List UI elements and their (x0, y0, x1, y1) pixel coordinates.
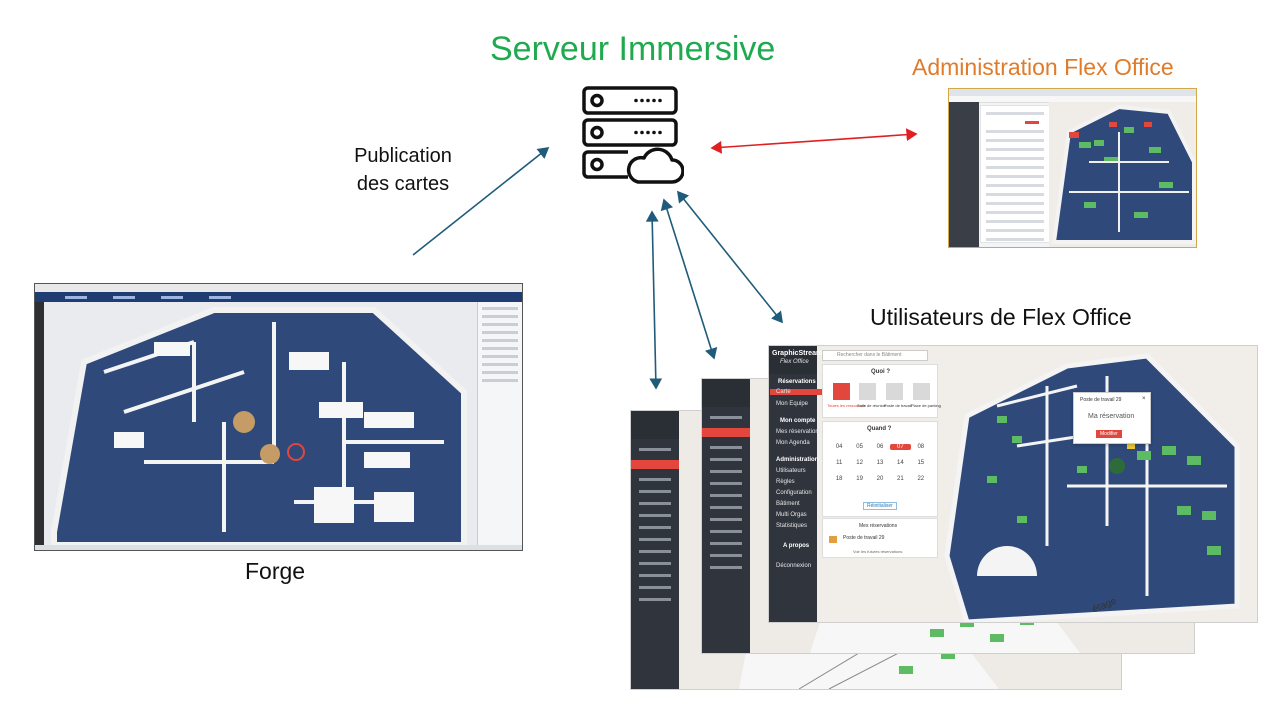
calendar-day-11[interactable]: 11 (836, 460, 843, 466)
forge-3d-floorplan (51, 307, 467, 548)
calendar-grid: 04 05 06 07 08 11 12 13 14 15 18 19 20 21 22 (829, 444, 931, 482)
category-all-icon[interactable] (833, 383, 850, 400)
forge-screenshot (34, 283, 523, 551)
admin-arrow (710, 128, 918, 154)
forge-3d-view (44, 302, 478, 548)
sidebar-item-carte[interactable]: Carte (770, 389, 823, 395)
admin-title: Administration Flex Office (912, 54, 1174, 80)
calendar-day-04[interactable]: 04 (835, 444, 843, 450)
quoi-panel: Quoi ? Toutes les ressources Salle de ré… (822, 364, 941, 418)
sidebar-item-statistiques[interactable]: Statistiques (776, 523, 808, 529)
calendar-day-14[interactable]: 14 (897, 460, 904, 466)
sidebar-item-mes-reservations[interactable]: Mes réservations (776, 429, 822, 435)
forge-statusbar (35, 545, 522, 550)
category-desk-label: Poste de travail (884, 403, 912, 408)
admin-floorplan (1051, 104, 1196, 244)
sidebar-section-reservations: Réservations (778, 379, 816, 385)
user-window-1-brand (631, 411, 679, 439)
calendar-day-20[interactable]: 20 (876, 476, 884, 482)
admin-map (1049, 102, 1196, 247)
category-meeting-room-label: Salle de réunion (857, 403, 886, 408)
mes-reservations-panel: Mes réservations Poste de travail 29 Voi… (822, 518, 938, 558)
quoi-title: Quoi ? (871, 369, 890, 375)
user-arrow-3 (677, 190, 783, 324)
user-window-1-sidebar (631, 411, 679, 689)
sidebar-item-mon-equipe[interactable]: Mon Equipe (776, 401, 809, 407)
category-parking-label: Place de parking (911, 403, 941, 408)
publication-label: Publication des cartes (340, 142, 466, 198)
calendar-day-15[interactable]: 15 (917, 460, 925, 466)
user-window-2-sidebar (702, 379, 750, 653)
popup-subtitle: Ma réservation (1088, 413, 1135, 420)
admin-browser-tabs (949, 89, 1196, 96)
calendar-day-12[interactable]: 12 (856, 460, 863, 466)
forge-left-toolbar (35, 302, 44, 550)
building-search-input[interactable]: Rechercher dans le Bâtiment (822, 350, 928, 361)
sidebar-item-utilisateurs[interactable]: Utilisateurs (776, 468, 806, 474)
sidebar-item-mon-agenda[interactable]: Mon Agenda (776, 440, 810, 446)
user-window-2-brand (702, 379, 750, 407)
calendar-day-08[interactable]: 08 (917, 444, 925, 450)
reservation-item[interactable]: Poste de travail 29 (843, 535, 885, 541)
calendar-day-22[interactable]: 22 (917, 476, 925, 482)
future-reservations-link[interactable]: Voir les futures réservations (853, 549, 903, 554)
forge-properties-panel (477, 302, 522, 550)
sidebar-brand-sub: Flex Office (780, 359, 809, 365)
sidebar-section-administration: Administration (776, 457, 819, 463)
sidebar-item-configuration[interactable]: Configuration (776, 490, 812, 496)
admin-sidebar (949, 102, 979, 247)
forge-toolbar (35, 292, 522, 302)
forge-titlebar (35, 284, 522, 292)
calendar-day-07[interactable]: 07 (890, 444, 911, 450)
sidebar-brand: GraphicStream (772, 350, 823, 357)
admin-edit-form (980, 105, 1050, 243)
user-arrow-1 (645, 210, 663, 390)
user-arrow-2 (660, 198, 718, 360)
user-window-3-brand (769, 346, 817, 374)
server-cloud-icon (582, 86, 684, 184)
publication-label-line1: Publication (354, 145, 452, 167)
publication-arrow (412, 147, 550, 256)
sidebar-item-deconnexion[interactable]: Déconnexion (776, 563, 812, 569)
calendar-day-06[interactable]: 06 (876, 444, 884, 450)
reset-button[interactable]: Réinitialiser (863, 502, 897, 510)
calendar-day-13[interactable]: 13 (876, 460, 884, 466)
quand-title: Quand ? (867, 426, 892, 432)
category-all-label: Toutes les ressources (827, 403, 866, 408)
category-parking-icon[interactable] (913, 383, 930, 400)
sidebar-section-a-propos: A propos (783, 543, 810, 549)
quand-panel: Quand ? 04 05 06 07 08 11 12 13 14 15 18 19 20 21 22 R… (822, 421, 938, 517)
calendar-day-19[interactable]: 19 (856, 476, 863, 482)
sidebar-item-regles[interactable]: Règles (776, 479, 795, 485)
mes-reservations-title: Mes réservations (859, 523, 898, 529)
popup-title: Poste de travail 29 (1080, 397, 1122, 403)
sidebar-item-multi-orgas[interactable]: Multi Orgas (776, 512, 807, 518)
publication-label-line2: des cartes (356, 173, 450, 195)
admin-screenshot (948, 88, 1197, 248)
category-desk-icon[interactable] (886, 383, 903, 400)
calendar-day-05[interactable]: 05 (856, 444, 863, 450)
forge-label: Forge (245, 558, 306, 584)
desk-popup: Poste de travail 29 × Ma réservation Mod… (1073, 392, 1151, 444)
calendar-day-18[interactable]: 18 (835, 476, 843, 482)
close-icon[interactable]: × (1142, 396, 1146, 402)
category-meeting-room-icon[interactable] (859, 383, 876, 400)
search-placeholder: Rechercher dans le Bâtiment (837, 352, 902, 358)
users-title: Utilisateurs de Flex Office (870, 304, 1132, 330)
modify-button[interactable]: Modifier (1096, 430, 1122, 438)
calendar-day-21[interactable]: 21 (897, 476, 904, 482)
reservation-desk-icon (829, 536, 837, 543)
sidebar-item-batiment[interactable]: Bâtiment (776, 501, 800, 507)
server-title: Serveur Immersive (490, 30, 776, 68)
sidebar-section-mon-compte: Mon compte (780, 418, 816, 424)
